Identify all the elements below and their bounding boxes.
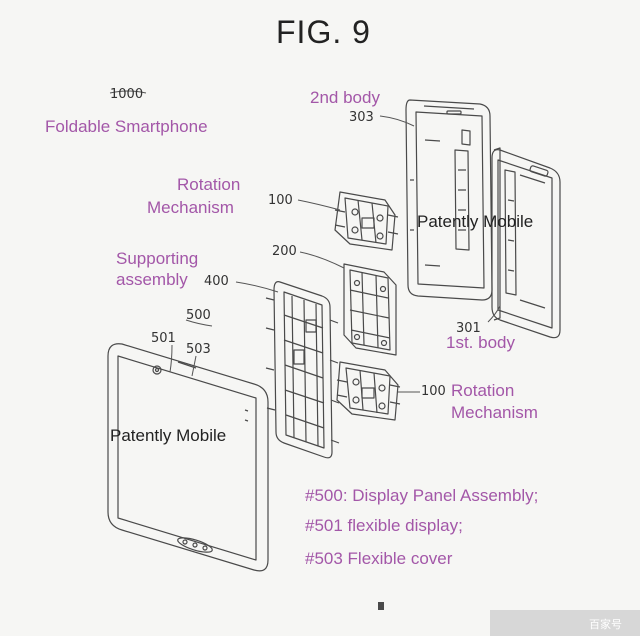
leader-lines [109,90,501,393]
rotation-mechanism-bottom-part [336,361,401,421]
supporting-line1: Supporting [116,249,199,268]
small-part-mark [378,602,384,610]
ref-1000-label: 1000 [110,87,144,102]
rotation-mechanism-top-part [334,191,399,251]
ref-503-label: 503 [186,342,211,357]
caption-501: #501 flexible display; [305,516,463,535]
corner-watermark-bar: 百家号 [490,610,640,636]
first-body-part [491,147,561,339]
caption-500: #500: Display Panel Assembly; [305,486,539,505]
ref-500-label: 500 [186,308,211,323]
ref-501-label: 501 [151,331,176,346]
watermark-bottom: Patently Mobile [110,426,227,445]
corner-watermark-text: 百家号 [589,619,622,631]
caption-503: #503 Flexible cover [305,549,453,568]
ref-400-label: 400 [204,274,229,289]
figure-title: FIG. 9 [276,14,371,50]
ref-200-label: 200 [272,244,297,259]
foldable-smartphone-label: Foldable Smartphone [45,117,208,136]
watermark-top: Patently Mobile [417,212,534,231]
ref-100-bottom-label: 100 [421,384,446,399]
second-body-label: 2nd body [310,88,380,107]
first-body-label: 1st. body [446,333,515,352]
ref-100-top-label: 100 [268,193,293,208]
ref-303-label: 303 [349,110,374,125]
center-support-plate-part [343,263,397,356]
rotation-bottom-line2: Mechanism [451,403,538,422]
supporting-line2: assembly [116,270,188,289]
second-body-part [405,99,493,301]
supporting-assembly-part [265,281,340,459]
rotation-bottom-line1: Rotation [451,381,515,400]
rotation-top-line2: Mechanism [147,198,234,217]
ref-301-label: 301 [456,321,481,336]
display-panel-assembly-part [107,343,269,572]
rotation-top-line1: Rotation [177,175,241,194]
